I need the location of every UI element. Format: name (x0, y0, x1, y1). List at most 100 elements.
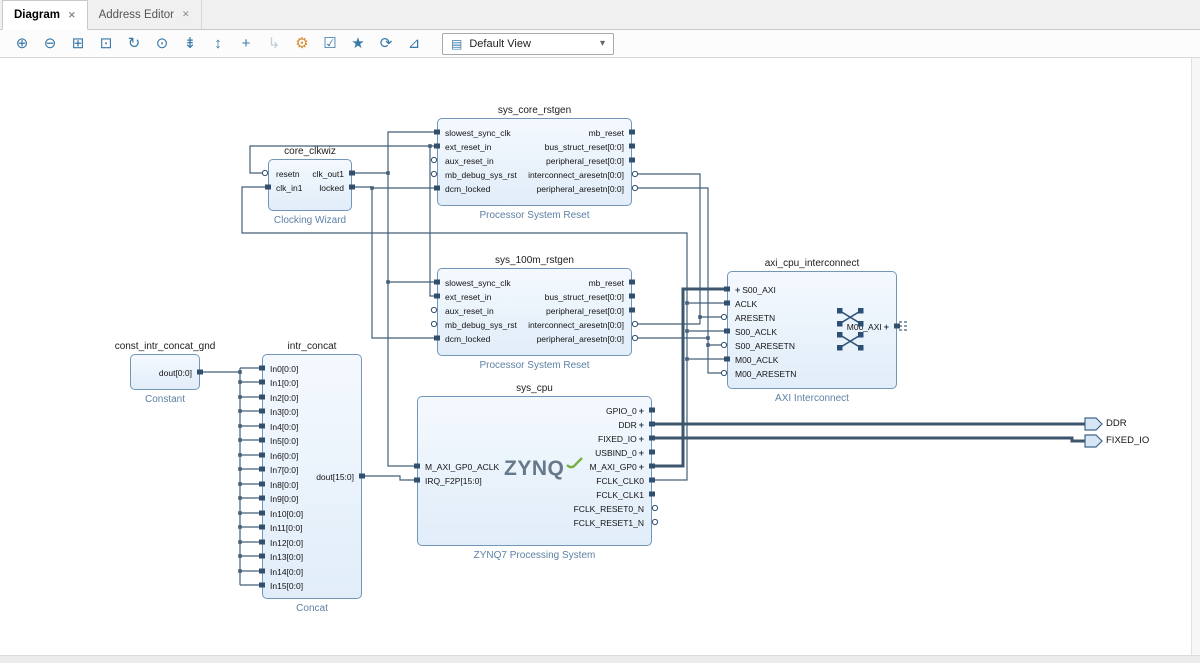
port-interconnect_aresetn[0:0][interactable]: interconnect_aresetn[0:0] (528, 170, 624, 180)
block-sys_core_rstgen[interactable]: sys_core_rstgenProcessor System Resetslo… (437, 118, 632, 206)
validate-design-icon[interactable]: ☑ (316, 32, 344, 56)
port-marker-circle[interactable] (431, 307, 436, 312)
port-marker-circle[interactable] (632, 185, 637, 190)
block-intr_concat[interactable]: intr_concatConcatIn0[0:0]In1[0:0]In2[0:0… (262, 354, 362, 599)
zoom-out-icon[interactable]: ⊖ (36, 32, 64, 56)
zoom-fit-icon[interactable]: ⊞ (64, 32, 92, 56)
port-S00_AXI[interactable]: +S00_AXI (735, 285, 776, 295)
port-marker-circle[interactable] (632, 335, 637, 340)
expand-interface-icon[interactable]: + (639, 406, 644, 416)
port-slowest_sync_clk[interactable]: slowest_sync_clk (445, 128, 511, 138)
port-In4[0:0][interactable]: In4[0:0] (270, 422, 298, 432)
block-core_clkwiz[interactable]: core_clkwizClocking Wizardresetnclk_in1c… (268, 159, 352, 211)
port-marker-circle[interactable] (431, 171, 436, 176)
port-marker-circle[interactable] (632, 321, 637, 326)
port-In0[0:0][interactable]: In0[0:0] (270, 364, 298, 374)
port-mb_reset[interactable]: mb_reset (589, 128, 624, 138)
port-S00_ACLK[interactable]: S00_ACLK (735, 327, 777, 337)
port-interconnect_aresetn[0:0][interactable]: interconnect_aresetn[0:0] (528, 320, 624, 330)
chevron-down-icon[interactable]: ▾ (600, 38, 605, 49)
port-mb_reset[interactable]: mb_reset (589, 278, 624, 288)
expand-interface-icon[interactable]: + (639, 434, 644, 444)
port-S00_ARESETN[interactable]: S00_ARESETN (735, 341, 795, 351)
auto-fit-icon[interactable]: ↻ (120, 32, 148, 56)
port-clk_in1[interactable]: clk_in1 (276, 183, 302, 193)
vertical-scrollbar[interactable] (1191, 58, 1200, 655)
port-dcm_locked[interactable]: dcm_locked (445, 184, 490, 194)
wire[interactable] (388, 173, 437, 282)
port-marker-circle[interactable] (721, 314, 726, 319)
wire[interactable] (352, 187, 437, 338)
port-peripheral_aresetn[0:0][interactable]: peripheral_aresetn[0:0] (537, 184, 624, 194)
block-sys_100m_rstgen[interactable]: sys_100m_rstgenProcessor System Resetslo… (437, 268, 632, 356)
port-IRQ_F2P[15:0][interactable]: IRQ_F2P[15:0] (425, 476, 482, 486)
wire[interactable] (388, 282, 417, 466)
block-axi_cpu_interconnect[interactable]: axi_cpu_interconnectAXI Interconnect+S00… (727, 271, 897, 389)
block-sys_cpu[interactable]: sys_cpuZYNQ7 Processing SystemM_AXI_GP0_… (417, 396, 652, 546)
port-FCLK_CLK1[interactable]: FCLK_CLK1 (596, 490, 644, 500)
port-mb_debug_sys_rst[interactable]: mb_debug_sys_rst (445, 170, 517, 180)
port-In14[0:0][interactable]: In14[0:0] (270, 567, 303, 577)
port-In10[0:0][interactable]: In10[0:0] (270, 509, 303, 519)
port-marker-circle[interactable] (431, 157, 436, 162)
wire[interactable] (632, 188, 727, 373)
collapse-hierarchy-icon[interactable]: ⇟ (176, 32, 204, 56)
expand-interface-icon[interactable]: + (639, 462, 644, 472)
port-In7[0:0][interactable]: In7[0:0] (270, 465, 298, 475)
port-FCLK_CLK0[interactable]: FCLK_CLK0 (596, 476, 644, 486)
port-locked[interactable]: locked (319, 183, 344, 193)
port-aux_reset_in[interactable]: aux_reset_in (445, 156, 494, 166)
expand-interface-icon[interactable]: + (735, 285, 740, 295)
tab-close-icon[interactable]: ✕ (68, 10, 76, 21)
external-port-FIXED_IO[interactable] (1085, 435, 1102, 447)
view-selector[interactable]: ▤ Default View ▾ (442, 33, 614, 55)
port-peripheral_reset[0:0][interactable]: peripheral_reset[0:0] (546, 156, 624, 166)
expand-interface-icon[interactable]: + (639, 448, 644, 458)
bus-wire[interactable] (652, 438, 1085, 441)
external-port-DDR[interactable] (1085, 418, 1102, 430)
port-mb_debug_sys_rst[interactable]: mb_debug_sys_rst (445, 320, 517, 330)
expand-interface-icon[interactable]: + (884, 322, 889, 332)
port-FIXED_IO[interactable]: FIXED_IO+ (598, 434, 644, 444)
port-marker-circle[interactable] (721, 342, 726, 347)
port-ext_reset_in[interactable]: ext_reset_in (445, 142, 491, 152)
port-marker-circle[interactable] (632, 171, 637, 176)
wire[interactable] (430, 146, 437, 296)
port-clk_out1[interactable]: clk_out1 (312, 169, 344, 179)
port-peripheral_reset[0:0][interactable]: peripheral_reset[0:0] (546, 306, 624, 316)
expand-interface-icon[interactable]: + (639, 420, 644, 430)
port-In6[0:0][interactable]: In6[0:0] (270, 451, 298, 461)
search-icon[interactable]: ⊙ (148, 32, 176, 56)
bus-wire[interactable] (652, 289, 727, 466)
port-marker-circle[interactable] (431, 321, 436, 326)
tab-address-editor[interactable]: Address Editor✕ (88, 0, 202, 29)
zoom-to-selection-icon[interactable]: ⊡ (92, 32, 120, 56)
port-GPIO_0[interactable]: GPIO_0+ (606, 406, 644, 416)
port-dout[15:0][interactable]: dout[15:0] (316, 472, 354, 482)
interface-connectivity-icon[interactable]: ⊿ (400, 32, 428, 56)
port-In8[0:0][interactable]: In8[0:0] (270, 480, 298, 490)
port-FCLK_RESET0_N[interactable]: FCLK_RESET0_N (574, 504, 644, 514)
port-bus_struct_reset[0:0][interactable]: bus_struct_reset[0:0] (545, 142, 624, 152)
port-aux_reset_in[interactable]: aux_reset_in (445, 306, 494, 316)
port-marker-circle[interactable] (652, 519, 657, 524)
port-FCLK_RESET1_N[interactable]: FCLK_RESET1_N (574, 518, 644, 528)
tab-diagram[interactable]: Diagram✕ (2, 0, 88, 30)
port-M_AXI_GP0[interactable]: M_AXI_GP0+ (589, 462, 644, 472)
port-ACLK[interactable]: ACLK (735, 299, 757, 309)
port-In12[0:0][interactable]: In12[0:0] (270, 538, 303, 548)
port-marker-circle[interactable] (652, 505, 657, 510)
add-ip-icon[interactable]: + (232, 32, 260, 56)
port-marker-circle[interactable] (721, 370, 726, 375)
port-slowest_sync_clk[interactable]: slowest_sync_clk (445, 278, 511, 288)
port-M00_ARESETN[interactable]: M00_ARESETN (735, 369, 796, 379)
port-marker-circle[interactable] (262, 170, 267, 175)
wire[interactable] (632, 174, 700, 324)
customize-block-icon[interactable]: ⚙ (288, 32, 316, 56)
port-resetn[interactable]: resetn (276, 169, 300, 179)
wire[interactable] (352, 132, 437, 173)
port-M_AXI_GP0_ACLK[interactable]: M_AXI_GP0_ACLK (425, 462, 499, 472)
block-const_intr_concat_gnd[interactable]: const_intr_concat_gndConstantdout[0:0] (130, 354, 200, 390)
port-DDR[interactable]: DDR+ (618, 420, 644, 430)
port-dout[0:0][interactable]: dout[0:0] (159, 368, 192, 378)
